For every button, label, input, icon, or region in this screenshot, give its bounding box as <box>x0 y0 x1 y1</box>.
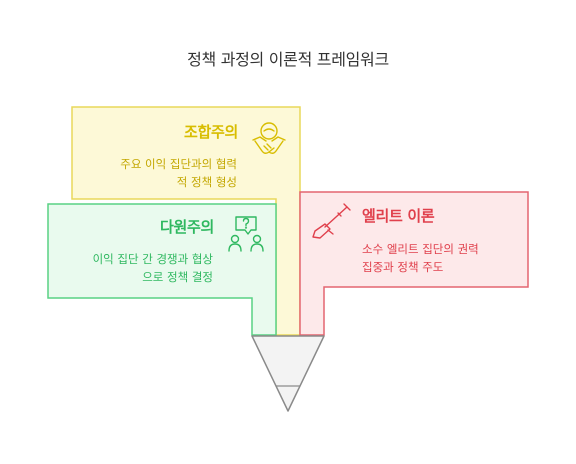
elite-title: 엘리트 이론 <box>362 207 435 225</box>
elite-desc-1: 소수 엘리트 집단의 권력 <box>362 242 479 256</box>
rifle-icon <box>312 203 351 239</box>
page-title: 정책 과정의 이론적 프레임워크 <box>187 50 389 69</box>
elite-shape <box>299 191 529 336</box>
corporatism-title: 조합주의 <box>183 123 238 141</box>
pluralism-desc-1: 이익 집단 간 경쟁과 협상 <box>92 252 213 266</box>
people-question-icon <box>228 216 264 252</box>
corporatism-desc-2: 적 정책 형성 <box>176 175 237 189</box>
funnel-shape <box>251 335 325 412</box>
pluralism-title: 다원주의 <box>159 218 214 236</box>
corporatism-desc-1: 주요 이익 집단과의 협력 <box>120 157 237 171</box>
handshake-icon <box>252 122 286 154</box>
pluralism-desc-2: 으로 정책 결정 <box>142 270 213 284</box>
pluralism-shape <box>47 203 277 336</box>
elite-desc-2: 집중과 정책 주도 <box>362 260 444 274</box>
